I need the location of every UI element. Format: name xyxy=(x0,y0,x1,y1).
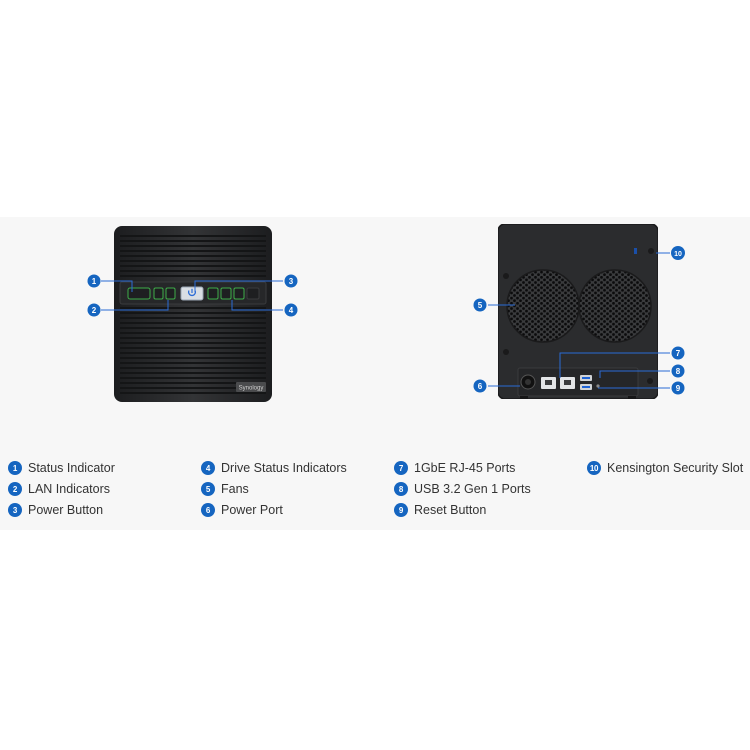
legend-number: 10 xyxy=(587,461,601,475)
legend-number: 1 xyxy=(8,461,22,475)
legend-item: 7 1GbE RJ-45 Ports xyxy=(394,460,515,476)
brand-badge-plate xyxy=(236,382,266,392)
legend-item: 8 USB 3.2 Gen 1 Ports xyxy=(394,481,531,497)
legend-number: 7 xyxy=(394,461,408,475)
legend-number: 6 xyxy=(201,503,215,517)
callout-legend: 1 Status Indicator 2 LAN Indicators 3 Po… xyxy=(0,455,750,525)
rear-screw-left-lower xyxy=(503,349,509,355)
legend-item: 4 Drive Status Indicators xyxy=(201,460,347,476)
drive-status-led-3 xyxy=(233,287,245,300)
rear-screw-top-right xyxy=(648,248,654,254)
legend-label: Power Button xyxy=(28,503,104,517)
legend-item: 10 Kensington Security Slot xyxy=(587,460,743,476)
legend-item: 2 LAN Indicators xyxy=(8,481,110,497)
legend-label: Fans xyxy=(221,482,249,496)
brand-text: Synology xyxy=(239,386,264,392)
legend-number: 5 xyxy=(201,482,215,496)
legend-label: Kensington Security Slot xyxy=(607,461,744,475)
legend-number: 9 xyxy=(394,503,408,517)
legend-label: LAN Indicators xyxy=(28,482,110,496)
legend-item: 5 Fans xyxy=(201,481,249,497)
status-indicator-led xyxy=(127,287,151,300)
drive-status-led-2 xyxy=(220,287,232,300)
legend-item: 6 Power Port xyxy=(201,502,283,518)
fan-grille-left xyxy=(507,270,579,342)
legend-number: 3 xyxy=(8,503,22,517)
fan-grille-right xyxy=(579,270,651,342)
drive-status-led-4 xyxy=(246,287,260,300)
legend-label: Status Indicator xyxy=(28,461,115,475)
legend-number: 4 xyxy=(201,461,215,475)
legend-number: 2 xyxy=(8,482,22,496)
legend-item: 1 Status Indicator xyxy=(8,460,115,476)
rear-view-device xyxy=(498,224,658,399)
legend-label: Reset Button xyxy=(414,503,487,517)
front-view-device: Synology xyxy=(114,226,272,402)
legend-label: Power Port xyxy=(221,503,283,517)
kensington-slot-shape xyxy=(634,248,637,254)
legend-label: 1GbE RJ-45 Ports xyxy=(414,461,516,475)
rear-io-panel xyxy=(517,367,639,397)
legend-item: 9 Reset Button xyxy=(394,502,486,518)
legend-item: 3 Power Button xyxy=(8,502,103,518)
legend-label: USB 3.2 Gen 1 Ports xyxy=(414,482,531,496)
rear-screw-left xyxy=(503,273,509,279)
rear-screw-right xyxy=(647,378,653,384)
reset-button-shape xyxy=(596,384,600,388)
drive-status-led-1 xyxy=(207,287,219,300)
lan-indicator-led-1 xyxy=(153,287,164,300)
lan-indicator-led-2 xyxy=(165,287,176,300)
legend-number: 8 xyxy=(394,482,408,496)
legend-label: Drive Status Indicators xyxy=(221,461,347,475)
